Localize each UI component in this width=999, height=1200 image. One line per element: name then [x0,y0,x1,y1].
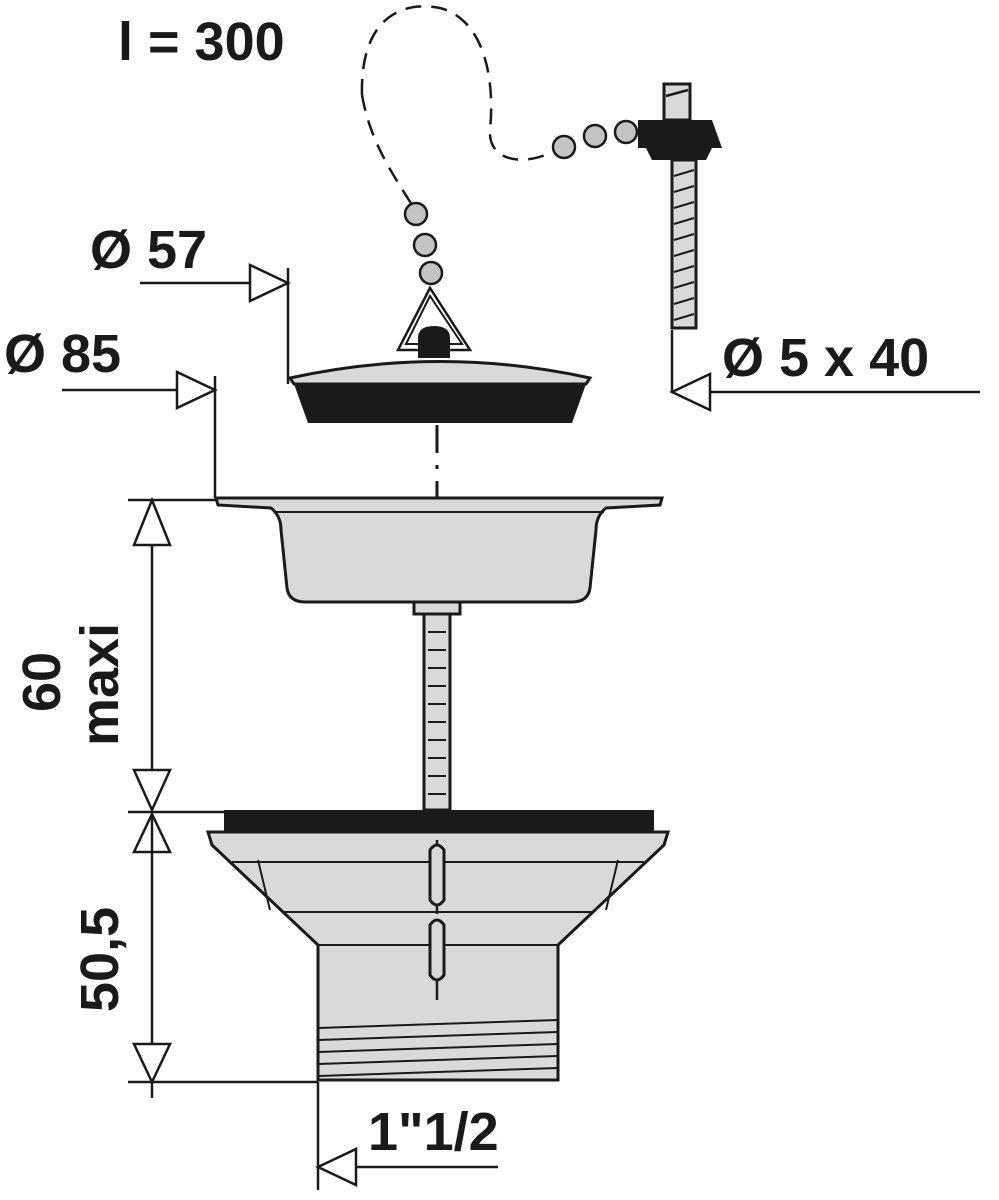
dimension-lines [62,263,980,1190]
screw-size-label: Ø 5 x 40 [722,328,929,388]
screw [638,82,722,330]
chain-ball [551,134,577,160]
plug-diameter-label: Ø 57 [90,220,207,280]
plug [287,285,593,423]
body-height-label: 50,5 [70,907,130,1012]
max-thickness-label: 60 [12,652,72,712]
chain-ball [582,123,608,149]
chain-length-label: l = 300 [118,12,285,72]
max-thickness-suffix: maxi [70,623,130,746]
thread-label: 1"1/2 [368,1102,499,1162]
chain-ball [613,119,639,145]
flange-basket [214,496,664,812]
pipe-thread [317,1019,559,1077]
bolt-thread [428,631,446,795]
chain-ball [412,232,438,258]
chain-ball [418,260,444,286]
screw-thread [673,169,695,321]
drain-body [205,810,671,1082]
chain [360,5,639,286]
flange-diameter-label: Ø 85 [4,324,121,384]
chain-ball [403,201,429,227]
